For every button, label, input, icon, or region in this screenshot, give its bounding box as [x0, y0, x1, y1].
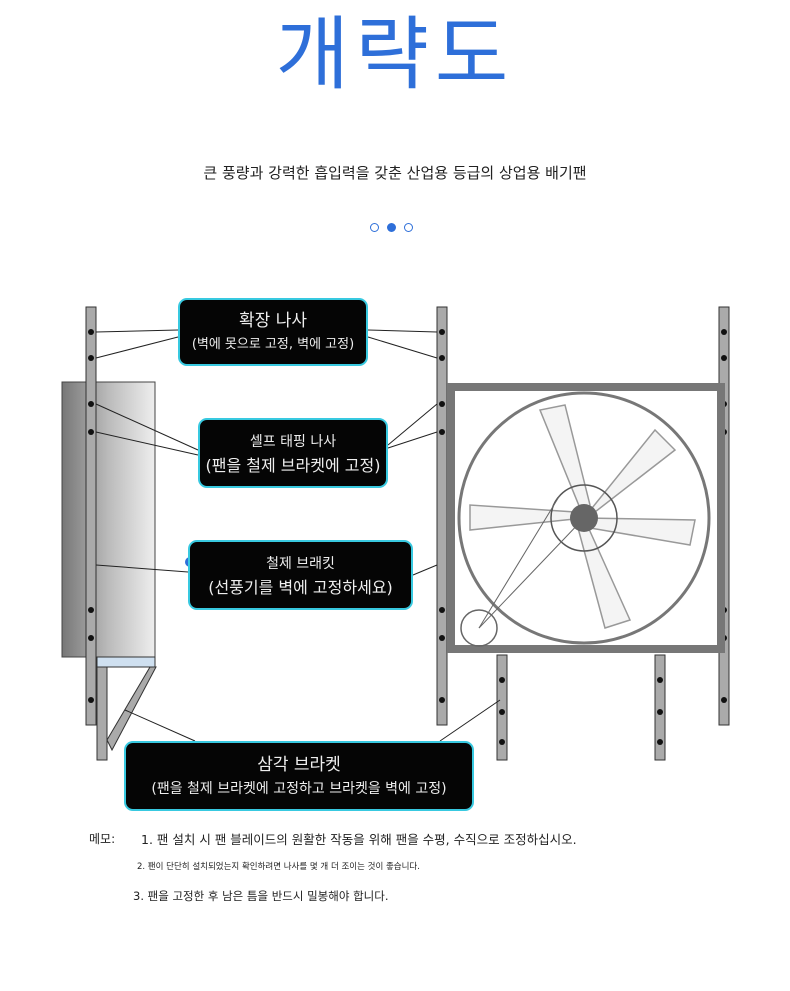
notes-label: 메모:	[89, 832, 116, 846]
fan-blades	[469, 404, 696, 629]
middle-rail	[436, 306, 448, 726]
label-self-tapping-screw: 셀프 태핑 나사 (팬을 철제 브라켓에 고정)	[198, 418, 388, 488]
triangle-bracket	[106, 666, 157, 752]
motor-pulley	[460, 609, 498, 647]
note-3: 3. 팬을 고정한 후 남은 틈을 반드시 밀봉해야 합니다.	[133, 889, 389, 903]
label-iron-bracket: 철제 브래킷 (선풍기를 벽에 고정하세요)	[188, 540, 413, 610]
label-title: 셀프 태핑 나사	[249, 434, 337, 450]
page-title: 개략도	[275, 8, 515, 101]
note-1: 1. 팬 설치 시 팬 블레이드의 원활한 작동을 위해 팬을 수평, 수직으로…	[141, 832, 577, 847]
left-rail-inner	[96, 656, 108, 761]
carousel-indicator	[370, 223, 413, 232]
label-expansion-screw: 확장 나사 (벽에 못으로 고정, 벽에 고정)	[178, 298, 368, 366]
carousel-dot-1[interactable]	[370, 223, 379, 232]
note-2: 2. 팬이 단단히 설치되었는지 확인하려면 나사를 몇 개 더 조이는 것이 …	[137, 862, 420, 872]
label-desc: (팬을 철제 브라켓에 고정)	[205, 456, 381, 475]
label-desc: (선풍기를 벽에 고정하세요)	[208, 578, 393, 597]
label-desc: (팬을 철제 브라켓에 고정하고 브라켓을 벽에 고정)	[151, 781, 447, 797]
wall-panel	[61, 381, 156, 658]
label-title: 확장 나사	[239, 311, 307, 331]
subtitle: 큰 풍량과 강력한 흡입력을 갖춘 산업용 등급의 상업용 배기팬	[203, 164, 587, 182]
label-title: 삼각 브라켓	[257, 755, 341, 775]
label-desc: (벽에 못으로 고정, 벽에 고정)	[191, 337, 355, 352]
fan-guard	[457, 391, 711, 645]
left-rail	[85, 306, 97, 726]
carousel-dot-2[interactable]	[387, 223, 396, 232]
carousel-dot-3[interactable]	[404, 223, 413, 232]
label-triangle-bracket: 삼각 브라켓 (팬을 철제 브라켓에 고정하고 브라켓을 벽에 고정)	[124, 741, 474, 811]
label-title: 철제 브래킷	[266, 556, 335, 572]
